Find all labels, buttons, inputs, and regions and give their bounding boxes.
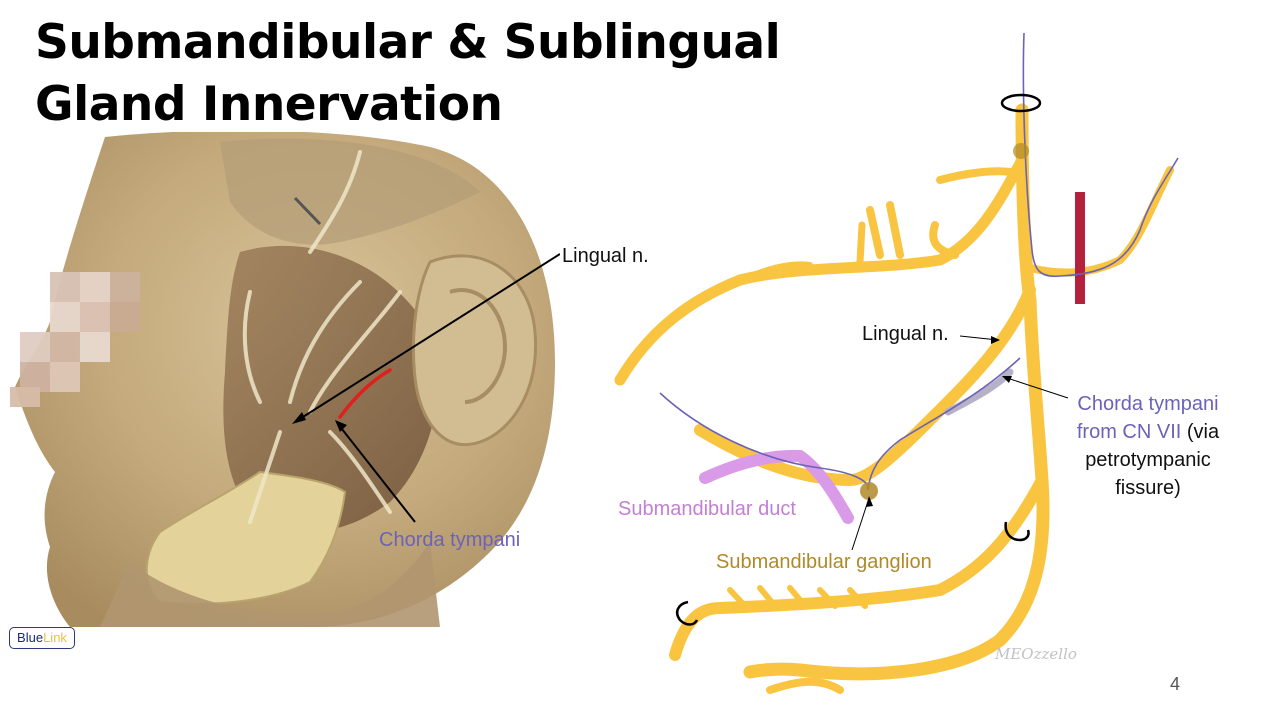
dissection-photo [10, 132, 560, 627]
ear-inner [449, 288, 508, 404]
artist-signature: MEOzzello [995, 645, 1077, 663]
slide-title: Submandibular & Sublingual Gland Innerva… [35, 12, 781, 136]
foramen-ring-mental [676, 600, 699, 626]
mandible-block [145, 470, 347, 605]
chorda-label-line1: Chorda tympani [1077, 393, 1219, 415]
chorda-label-line2: from CN VII (via [1060, 418, 1236, 446]
diagram-lingual-label: Lingual n. [862, 323, 949, 345]
chorda-label-line3: petrotympanic [1085, 449, 1211, 471]
chorda-pointer [337, 423, 416, 523]
diagram-duct-label: Submandibular duct [618, 498, 796, 520]
lingual-pointer [294, 253, 560, 423]
submandibular-duct [699, 449, 854, 524]
vessel [1075, 192, 1085, 304]
diagram-chorda-pointer [1003, 376, 1069, 399]
foramen-ring-mandibular [1004, 521, 1030, 542]
lingual-arrowhead [292, 412, 306, 424]
foramen-ring-top [1000, 93, 1042, 113]
bluelink-logo[interactable]: BlueLink [9, 627, 75, 649]
submandibular-ganglion [860, 482, 878, 500]
chorda-highlight [338, 368, 392, 419]
temporal-region [220, 138, 480, 245]
diagram-lingual-arrowhead [991, 336, 1000, 344]
pin [293, 196, 322, 226]
ear [411, 254, 538, 447]
blurred-face [10, 272, 140, 407]
diagram-chorda-arrowhead [1002, 376, 1012, 383]
chorda-arrowhead [335, 420, 347, 432]
otic-ganglion [1013, 143, 1029, 159]
chorda-label-cn7: from CN VII [1076, 421, 1182, 443]
nerve-fibers [242, 150, 402, 524]
diagram-ganglion-label: Submandibular ganglion [716, 551, 932, 573]
photo-chorda-label: Chorda tympani [379, 529, 521, 551]
logo-part-link: Link [43, 630, 67, 645]
title-line-1: Submandibular & Sublingual [35, 15, 781, 70]
logo-part-blue: Blue [17, 630, 44, 645]
title-line-2: Gland Innervation [35, 77, 503, 132]
neck-region [100, 542, 440, 627]
diagram-chorda-label: Chorda tympani from CN VII (via petrotym… [1060, 390, 1236, 502]
diagram-ganglion-arrowhead [866, 496, 873, 507]
chorda-label-line4: fissure) [1115, 477, 1181, 499]
page-number: 4 [1170, 674, 1181, 694]
chorda-label-via: (via [1181, 421, 1220, 443]
photo-lingual-label: Lingual n. [562, 245, 649, 267]
lingual-nerve-trunk [614, 103, 1174, 694]
upper-purple-line [1022, 32, 1179, 278]
nerve-diagram [614, 32, 1179, 694]
dissected-region [223, 245, 438, 533]
